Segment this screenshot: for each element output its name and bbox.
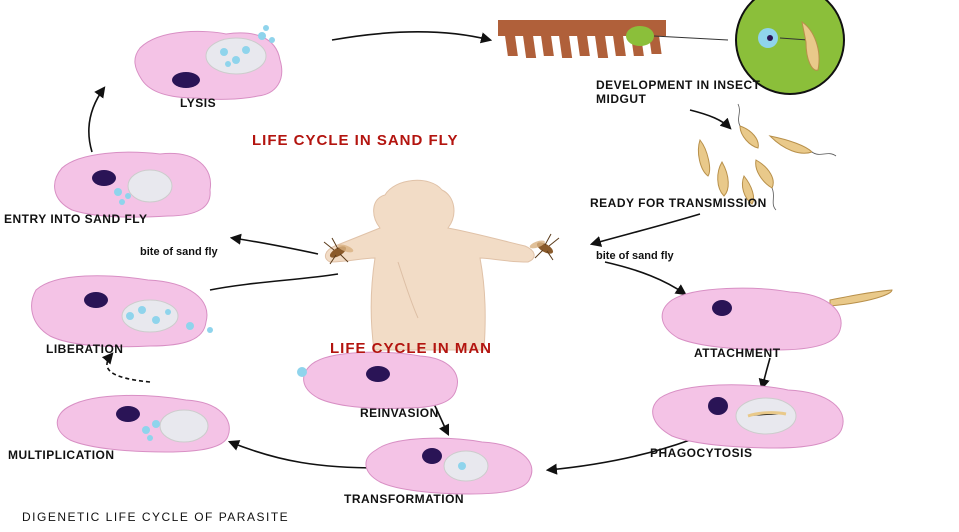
label-ready-for-transmission: READY FOR TRANSMISSION <box>590 196 767 210</box>
diagram-footer-caption: DIGENETIC LIFE CYCLE OF PARASITE <box>22 510 289 524</box>
label-transformation: TRANSFORMATION <box>344 492 464 506</box>
label-entry-into-sand-fly: ENTRY INTO SAND FLY <box>4 212 148 226</box>
label-development-line2: MIDGUT <box>596 92 646 106</box>
label-bite-left: bite of sand fly <box>140 246 218 258</box>
label-phagocytosis: PHAGOCYTOSIS <box>650 446 752 460</box>
insect-midgut-icon <box>498 20 728 58</box>
label-multiplication: MULTIPLICATION <box>8 448 115 462</box>
human-figure <box>325 180 534 350</box>
label-lysis: LYSIS <box>180 96 216 110</box>
label-development-line1: DEVELOPMENT IN INSECT <box>596 78 761 92</box>
sand-fly-cycle-title: LIFE CYCLE IN SAND FLY <box>252 132 458 149</box>
cell-entry-into-sand-fly <box>55 152 211 217</box>
cell-lysis <box>135 25 282 99</box>
promastigote-icon <box>830 290 892 306</box>
cell-phagocytosis <box>653 385 843 448</box>
label-bite-right: bite of sand fly <box>596 250 674 262</box>
cell-attachment <box>662 288 841 350</box>
cell-multiplication <box>57 395 229 452</box>
cell-liberation <box>32 276 213 347</box>
label-attachment: ATTACHMENT <box>694 346 781 360</box>
cell-reinvasion <box>297 352 458 408</box>
label-reinvasion: REINVASION <box>360 406 439 420</box>
man-cycle-title: LIFE CYCLE IN MAN <box>330 340 492 357</box>
label-liberation: LIBERATION <box>46 342 123 356</box>
promastigotes-cluster-icon <box>698 126 812 204</box>
cell-transformation <box>366 438 532 494</box>
